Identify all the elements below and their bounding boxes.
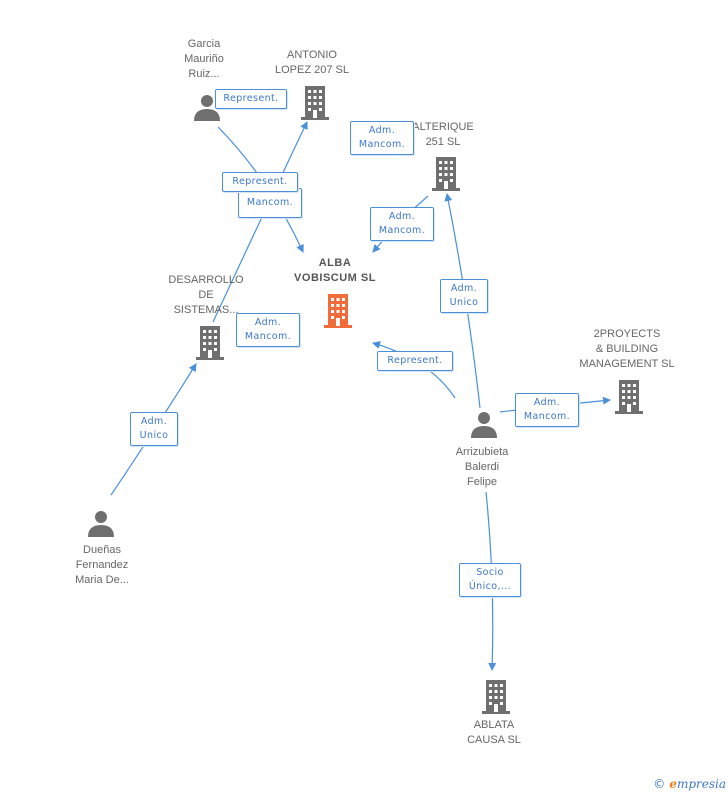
node-label-arrizubieta[interactable]: Arrizubieta Balerdi Felipe bbox=[455, 446, 509, 488]
edge-label-adm-unico-alterique: Adm. Unico bbox=[440, 279, 488, 313]
building-icon bbox=[615, 380, 643, 414]
node-label-ablata[interactable]: ABLATA CAUSA SL bbox=[467, 719, 521, 746]
node-label-duenas[interactable]: Dueñas Fernandez Maria De... bbox=[75, 544, 129, 586]
footer-brand[interactable]: ©empresia bbox=[653, 777, 726, 791]
edge-label-adm-unico-desarrollo: Adm. Unico bbox=[130, 412, 178, 446]
node-label-alba[interactable]: ALBA VOBISCUM SL bbox=[294, 257, 376, 284]
edge-label-adm-mancom-alterique: Adm. Mancom. bbox=[370, 207, 434, 241]
building-icon bbox=[196, 326, 224, 360]
edge-label-adm-mancom-antonio: Adm. Mancom. bbox=[350, 121, 414, 155]
edge-label-mancom-back: Mancom. bbox=[238, 188, 302, 218]
building-icon bbox=[301, 86, 329, 120]
node-label-desarrollo[interactable]: DESARROLLO DE SISTEMAS... bbox=[168, 274, 244, 316]
person-icon bbox=[88, 511, 114, 537]
main-company-building-icon bbox=[324, 294, 352, 328]
edge-label-adm-mancom-desarrollo: Adm. Mancom. bbox=[236, 313, 300, 347]
node-label-alterique[interactable]: ALTERIQUE 251 SL bbox=[412, 121, 474, 148]
building-icon bbox=[482, 680, 510, 714]
edge-label-represent-garcia: Represent. bbox=[215, 89, 287, 109]
edge-label-socio-unico: Socio Único,... bbox=[459, 563, 521, 597]
edge-label-represent-arrizubieta: Represent. bbox=[377, 351, 453, 371]
node-label-proyects[interactable]: 2PROYECTS & BUILDING MANAGEMENT SL bbox=[579, 328, 675, 370]
building-icon bbox=[432, 157, 460, 191]
copyright-icon: © bbox=[653, 777, 666, 791]
brand-name: mpresia bbox=[676, 777, 726, 791]
node-label-antonio[interactable]: ANTONIO LOPEZ 207 SL bbox=[275, 49, 349, 76]
edge-label-represent-center: Represent. bbox=[222, 172, 298, 192]
node-label-garcia[interactable]: Garcia Mauriño Ruiz... bbox=[184, 38, 224, 80]
edge-label-adm-mancom-proyects: Adm. Mancom. bbox=[515, 393, 579, 427]
person-icon bbox=[471, 412, 497, 438]
brand-e: e bbox=[669, 777, 677, 791]
person-icon bbox=[194, 95, 220, 121]
